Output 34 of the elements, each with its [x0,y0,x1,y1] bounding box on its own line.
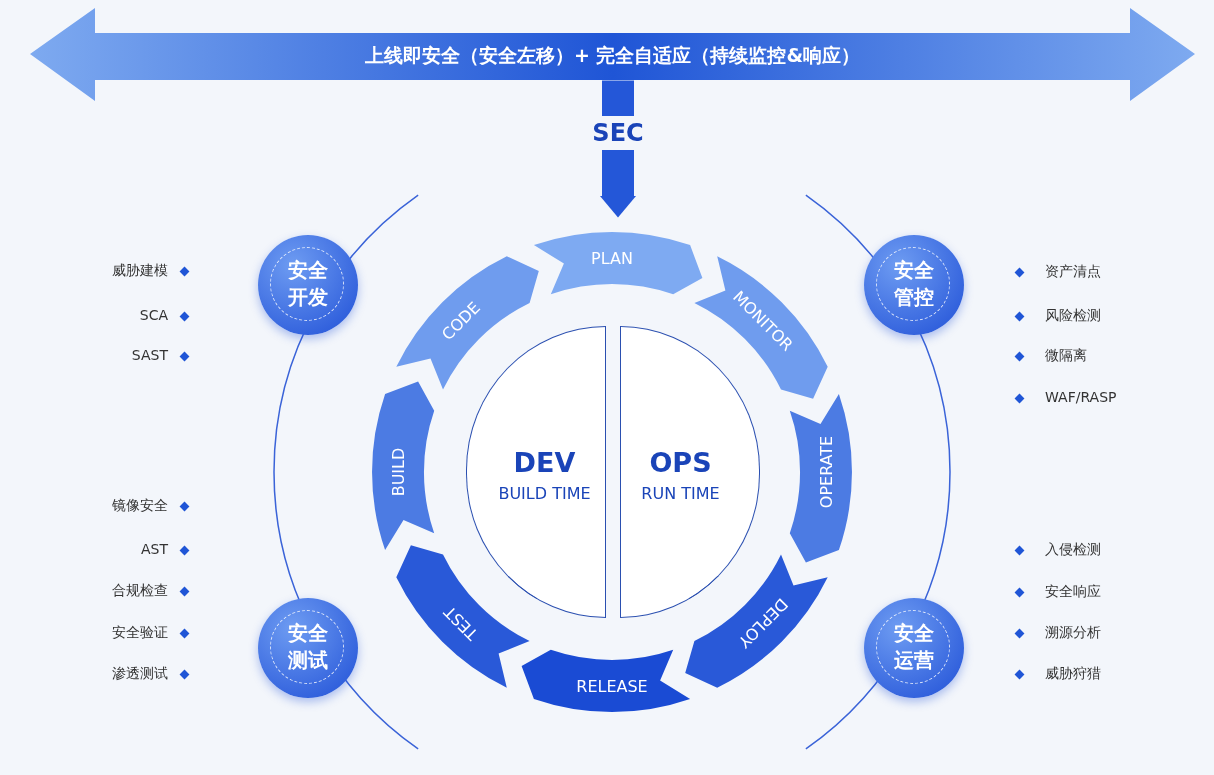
stage-label: RELEASE [576,676,648,696]
stage-label: PLAN [591,248,633,268]
item-text: 溯源分析 [1045,624,1101,642]
security-circle [864,598,964,698]
item-text: 风险检测 [1045,307,1101,325]
item-text: 入侵检测 [1045,541,1101,559]
item-text: SCA [139,307,168,323]
item-text: 镜像安全 [112,497,168,515]
security-circle [258,598,358,698]
item-text: AST [141,541,168,557]
block-arrow [600,80,636,218]
banner-text: 上线即安全（安全左移）+ 完全自适应（持续监控&响应） [363,43,862,68]
panel-title: DEV [512,447,577,478]
security-circle [258,235,358,335]
circle-label: 安全管控 [893,257,935,311]
panel-title: OPS [648,447,713,478]
stage-label: BUILD [388,447,408,497]
item-text: 威胁建模 [112,262,168,280]
panel-subtitle: BUILD TIME [497,484,592,503]
item-text: 安全响应 [1045,583,1101,601]
item-text: 资产清点 [1045,263,1101,281]
stage-label: OPERATE [816,435,836,509]
item-text: 威胁狩猎 [1045,665,1101,683]
security-circle [864,235,964,335]
item-text: SAST [131,347,168,363]
item-text: 安全验证 [112,624,168,642]
circle-label: 安全开发 [287,257,329,311]
item-text: 合规检查 [112,582,168,600]
item-text: 微隔离 [1045,347,1087,365]
panel-subtitle: RUN TIME [640,484,721,503]
circle-label: 安全运营 [893,620,935,674]
item-text: WAF/RASP [1045,389,1117,405]
circle-label: 安全测试 [287,620,329,674]
item-text: 渗透测试 [112,665,168,683]
